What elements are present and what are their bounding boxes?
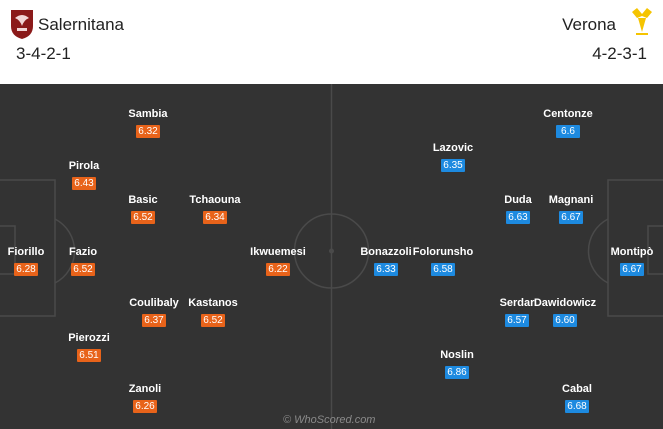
watermark: © WhoScored.com [283,414,376,426]
player-home-fiorillo[interactable]: Fiorillo 6.28 [0,246,66,277]
player-rating: 6.34 [203,211,227,224]
player-rating: 6.33 [374,263,398,276]
player-home-coulibaly[interactable]: Coulibaly 6.37 [114,297,194,328]
player-rating: 6.52 [131,211,155,224]
player-name: Pierozzi [68,332,110,344]
player-name: Fiorillo [7,246,45,258]
player-away-magnani[interactable]: Magnani 6.67 [531,194,611,225]
player-rating: 6.35 [441,159,465,172]
player-rating: 6.51 [77,349,101,362]
pitch-markings [0,84,663,429]
player-rating: 6.60 [553,314,577,327]
player-home-tchaouna[interactable]: Tchaouna 6.34 [175,194,255,225]
player-name: Fazio [68,246,98,258]
player-rating: 6.37 [142,314,166,327]
player-name: Dawidowicz [533,297,597,309]
player-home-kastanos[interactable]: Kastanos 6.52 [173,297,253,328]
pitch: Sambia 6.32 Pirola 6.43 Basic 6.52 Tchao… [0,84,663,429]
player-name: Cabal [562,383,592,395]
player-name: Pirola [68,160,100,172]
player-name: Serdar [499,297,535,309]
player-rating: 6.6 [556,125,580,138]
player-away-folorunsho[interactable]: Folorunsho 6.58 [403,246,483,277]
player-home-zanoli[interactable]: Zanoli 6.26 [105,383,185,414]
away-team-name[interactable]: Verona [562,15,616,34]
player-home-ikwuemesi[interactable]: Ikwuemesi 6.22 [238,246,318,277]
salernitana-crest-icon [11,10,33,39]
player-away-montipo[interactable]: Montipò 6.67 [592,246,663,277]
player-rating: 6.58 [431,263,455,276]
player-rating: 6.67 [559,211,583,224]
player-name: Noslin [440,349,474,361]
player-name: Folorunsho [412,246,474,258]
player-home-sambia[interactable]: Sambia 6.32 [108,108,188,139]
player-away-serdar[interactable]: Serdar 6.57 [477,297,557,328]
player-rating: 6.68 [565,400,589,413]
player-rating: 6.67 [620,263,644,276]
home-formation: 3-4-2-1 [16,44,71,63]
player-away-dawidowicz[interactable]: Dawidowicz 6.60 [525,297,605,328]
away-formation: 4-2-3-1 [592,44,647,63]
player-name: Kastanos [188,297,238,309]
player-home-basic[interactable]: Basic 6.52 [103,194,183,225]
player-name: Montipò [610,246,654,258]
player-home-fazio[interactable]: Fazio 6.52 [43,246,123,277]
player-name: Zanoli [128,383,162,395]
player-name: Coulibaly [129,297,179,309]
match-header: Salernitana 3-4-2-1 Verona 4-2-3-1 [0,0,663,84]
player-name: Sambia [128,108,168,120]
player-rating: 6.52 [71,263,95,276]
player-away-lazovic[interactable]: Lazovic 6.35 [413,142,493,173]
player-rating: 6.43 [72,177,96,190]
player-rating: 6.26 [133,400,157,413]
player-name: Bonazzoli [360,246,412,258]
home-team-name[interactable]: Salernitana [38,15,125,34]
player-rating: 6.63 [506,211,530,224]
player-away-bonazzoli[interactable]: Bonazzoli 6.33 [346,246,426,277]
player-home-pirola[interactable]: Pirola 6.43 [44,160,124,191]
player-rating: 6.28 [14,263,38,276]
player-name: Tchaouna [189,194,241,206]
player-rating: 6.86 [445,366,469,379]
player-name: Magnani [548,194,594,206]
player-name: Basic [128,194,158,206]
verona-crest-icon [632,8,652,35]
player-name: Lazovic [432,142,474,154]
player-away-noslin[interactable]: Noslin 6.86 [417,349,497,380]
player-rating: 6.22 [266,263,290,276]
player-rating: 6.52 [201,314,225,327]
player-away-duda[interactable]: Duda 6.63 [478,194,558,225]
player-rating: 6.57 [505,314,529,327]
player-away-centonze[interactable]: Centonze 6.6 [528,108,608,139]
player-away-cabal[interactable]: Cabal 6.68 [537,383,617,414]
player-home-pierozzi[interactable]: Pierozzi 6.51 [49,332,129,363]
player-name: Centonze [543,108,593,120]
player-name: Duda [504,194,532,206]
player-rating: 6.32 [136,125,160,138]
player-name: Ikwuemesi [250,246,306,258]
